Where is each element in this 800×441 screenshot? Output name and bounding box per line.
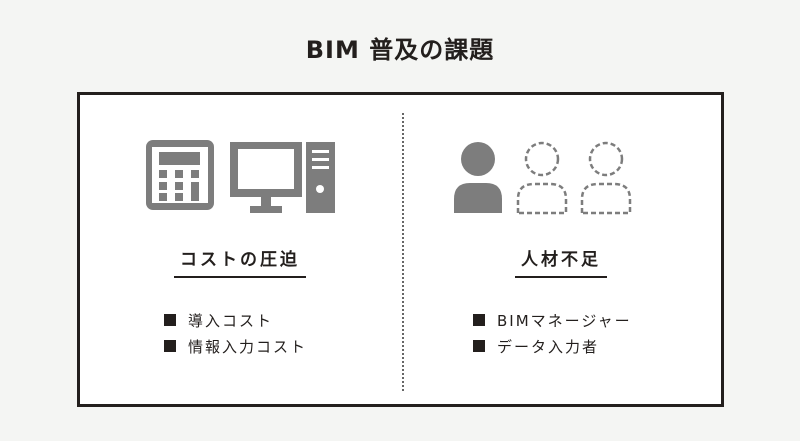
monitor-icon (230, 142, 302, 213)
cost-list: 導入コスト 情報入力コスト (164, 307, 307, 359)
pc-tower-icon (306, 142, 335, 213)
missing-person-icon (516, 141, 568, 215)
list-item: 情報入力コスト (164, 333, 307, 359)
staff-section: 人材不足 BIMマネージャー データ入力者 (401, 95, 721, 404)
square-bullet-icon (473, 340, 485, 352)
diagram-frame: コストの圧迫 導入コスト 情報入力コスト 人材不足 BIMマネージ (77, 92, 724, 407)
list-item: データ入力者 (473, 333, 632, 359)
square-bullet-icon (164, 314, 176, 326)
staff-icons (454, 141, 632, 215)
page-title: BIM 普及の課題 (305, 36, 495, 64)
list-item: BIMマネージャー (473, 307, 632, 333)
calculator-icon (146, 140, 214, 210)
staff-list: BIMマネージャー データ入力者 (473, 307, 632, 359)
person-icon (454, 142, 502, 213)
missing-person-icon (580, 141, 632, 215)
cost-section: コストの圧迫 導入コスト 情報入力コスト (80, 95, 400, 404)
square-bullet-icon (164, 340, 176, 352)
dotted-divider (402, 113, 404, 391)
cost-heading: コストの圧迫 (80, 245, 400, 278)
square-bullet-icon (473, 314, 485, 326)
list-item: 導入コスト (164, 307, 307, 333)
cost-icons (146, 140, 335, 213)
staff-heading: 人材不足 (401, 245, 721, 278)
